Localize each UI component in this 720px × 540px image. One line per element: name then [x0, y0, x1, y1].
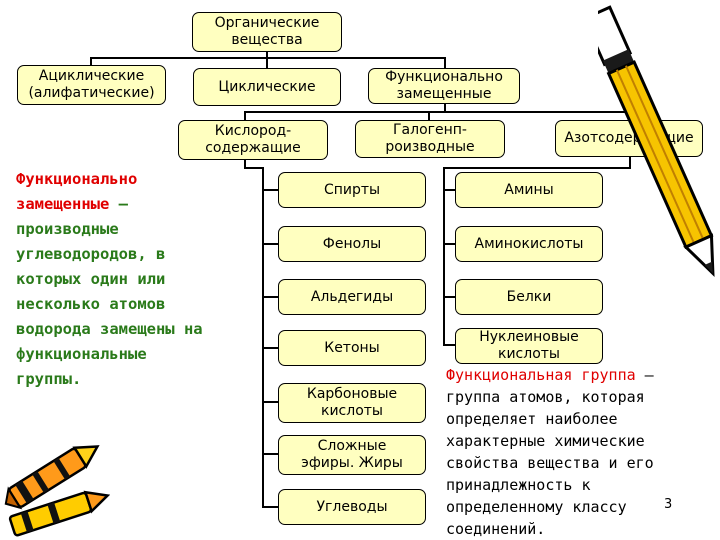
connector — [443, 189, 455, 191]
class-label: Нуклеиновые кислоты — [479, 329, 579, 362]
class-carbohydrates: Углеводы — [278, 489, 426, 525]
class-label: Альдегиды — [310, 288, 394, 305]
root-line-2: вещества — [231, 32, 303, 48]
connector — [443, 243, 455, 245]
functional-line-1: Функционально — [385, 69, 503, 85]
right-definition-term: Функциональная группа — [446, 366, 636, 384]
connector — [443, 296, 455, 298]
connector — [244, 111, 630, 113]
crayon-icon — [4, 445, 110, 537]
cyclic-label: Циклические — [218, 78, 316, 95]
left-definition: Функционально замещенные – производные у… — [16, 167, 216, 392]
connector — [428, 111, 430, 120]
class-amines: Амины — [455, 172, 603, 208]
class-label: Аминокислоты — [474, 235, 584, 252]
class-nucleic-acids: Нуклеиновые кислоты — [455, 328, 603, 364]
left-definition-text: – производные углеводородов, в которых о… — [16, 195, 203, 388]
connector — [244, 111, 246, 120]
class-label: Кетоны — [324, 339, 380, 356]
oxygen-line-1: Кислород- — [214, 123, 292, 139]
connector — [262, 167, 264, 508]
class-label: Карбоновые кислоты — [306, 386, 398, 419]
connector — [262, 296, 278, 298]
connector — [629, 155, 631, 168]
class-label: Фенолы — [322, 235, 382, 252]
root-line-1: Органические — [214, 15, 320, 31]
connector — [262, 506, 278, 508]
class-aldehydes: Альдегиды — [278, 279, 426, 315]
connector — [90, 57, 92, 66]
connector — [443, 167, 631, 169]
class-label: Углеводы — [316, 498, 388, 515]
pencil-icon — [598, 5, 715, 278]
class-carboxylic-acids: Карбоновые кислоты — [278, 383, 426, 423]
class-phenols: Фенолы — [278, 226, 426, 262]
connector — [262, 401, 278, 403]
connector — [266, 50, 268, 58]
class-label: Белки — [506, 288, 552, 305]
halogen-line-1: Галогенп- — [393, 122, 467, 138]
connector — [262, 347, 278, 349]
class-amino-acids: Аминокислоты — [455, 226, 603, 262]
acyclic-line-2: (алифатические) — [28, 85, 155, 101]
node-oxygen-containing: Кислород-содержащие — [178, 120, 328, 160]
connector — [262, 243, 278, 245]
class-esters-fats: Сложные эфиры. Жиры — [278, 435, 426, 475]
connector — [443, 344, 455, 346]
connector — [262, 453, 278, 455]
connector — [262, 189, 278, 191]
class-label: Сложные эфиры. Жиры — [301, 438, 403, 471]
connector — [444, 102, 446, 112]
connector — [444, 57, 446, 69]
page-number: 3 — [664, 497, 673, 512]
connector — [244, 167, 264, 169]
class-label: Амины — [504, 181, 554, 198]
right-definition-text: – группа атомов, которая определяет наиб… — [446, 366, 654, 538]
node-halogen-derivatives: Галогенп-роизводные — [355, 120, 505, 158]
functional-line-2: замещенные — [396, 86, 492, 102]
node-cyclic: Циклические — [193, 68, 341, 106]
connector — [443, 167, 445, 345]
oxygen-line-2: содержащие — [205, 140, 301, 156]
acyclic-line-1: Ациклические — [38, 68, 145, 84]
connector — [266, 57, 268, 68]
class-alcohols: Спирты — [278, 172, 426, 208]
class-label: Спирты — [323, 181, 381, 198]
halogen-line-2: роизводные — [385, 139, 475, 155]
connector — [244, 158, 246, 168]
node-acyclic: Ациклические(алифатические) — [17, 65, 166, 105]
class-proteins: Белки — [455, 279, 603, 315]
left-definition-term: Функционально замещенные — [16, 170, 138, 213]
class-ketones: Кетоны — [278, 330, 426, 366]
right-definition: Функциональная группа – группа атомов, к… — [446, 364, 678, 540]
